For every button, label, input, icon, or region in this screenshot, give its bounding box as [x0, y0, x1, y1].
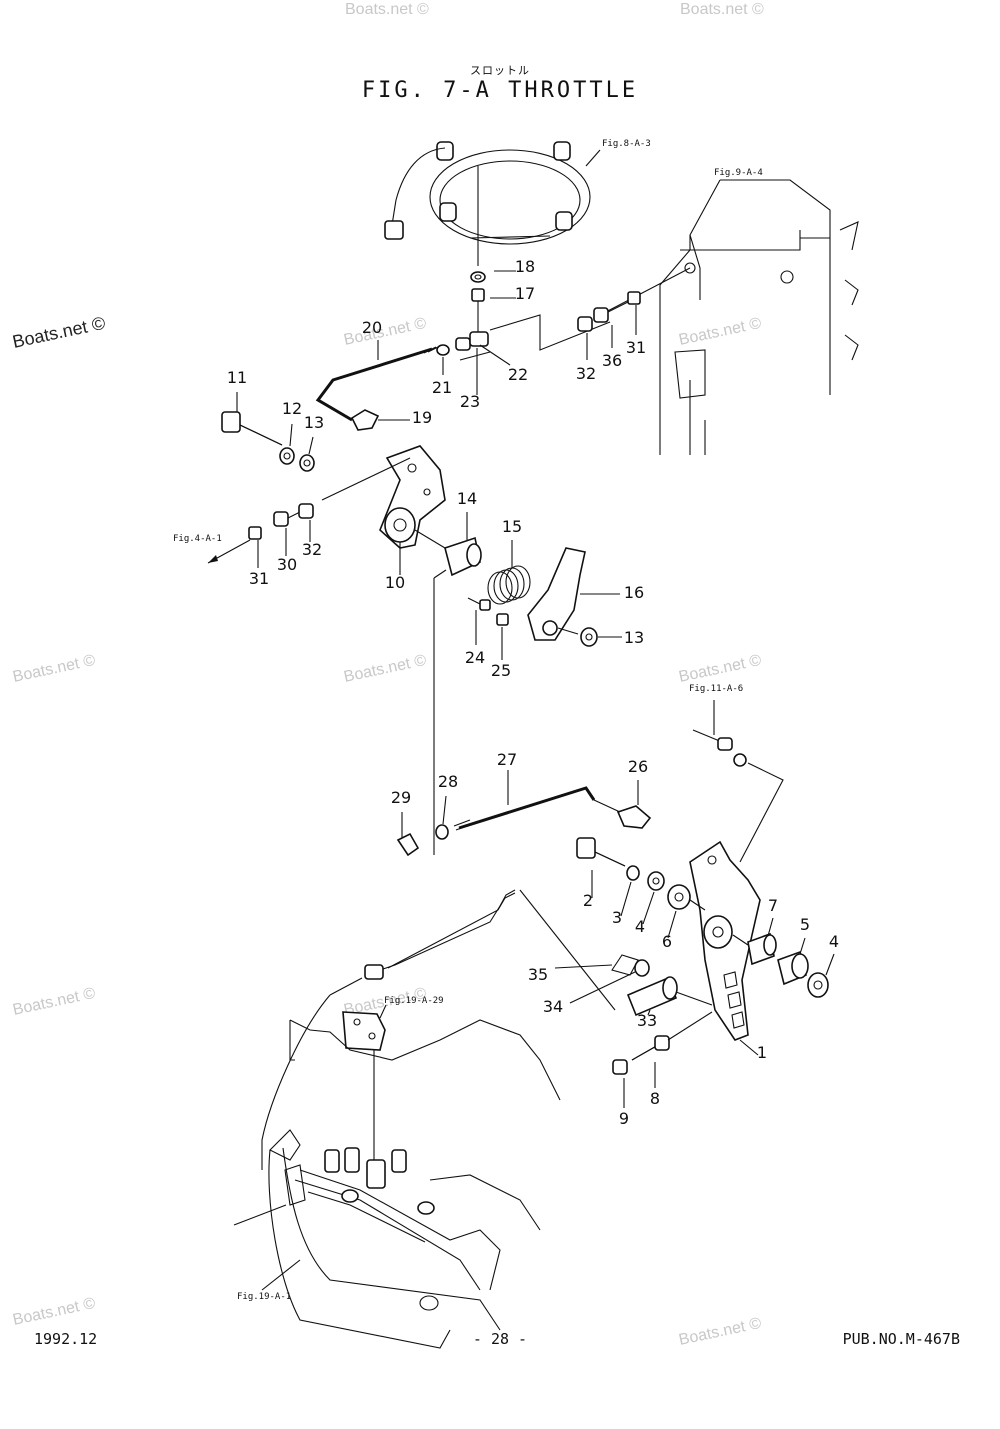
part-callout-31: 31 — [249, 569, 269, 588]
ref-fig-11-a-6: Fig.11-A-6 — [689, 684, 743, 694]
part-callout-35: 35 — [528, 965, 548, 984]
part-callout-13: 13 — [304, 413, 324, 432]
throttle-lever-1 — [689, 840, 761, 1056]
ref-fig-19-a-1: Fig.19-A-1 — [237, 1292, 291, 1302]
watermark: Boats.net © — [11, 652, 97, 686]
joint-fig-11 — [692, 700, 784, 863]
part-callout-1: 1 — [757, 1043, 767, 1062]
washer-12-13 — [279, 423, 315, 472]
joint-17 — [471, 270, 516, 335]
part-callout-5: 5 — [800, 915, 810, 934]
watermark: Boats.net © — [11, 985, 97, 1019]
part-callout-4: 4 — [829, 932, 839, 951]
bolt-11 — [221, 392, 283, 446]
throttle-arm-10 — [321, 445, 446, 575]
screw-24-nut-25 — [467, 597, 509, 660]
part-callout-3: 3 — [612, 908, 622, 927]
part-callout-30: 30 — [277, 555, 297, 574]
part-callout-4: 4 — [635, 917, 645, 936]
cam-lever-16 — [527, 547, 620, 641]
spring-15 — [487, 540, 531, 605]
clip-19 — [350, 409, 410, 431]
part-callout-10: 10 — [385, 573, 405, 592]
part-callout-17: 17 — [515, 284, 535, 303]
part-callout-14: 14 — [457, 489, 477, 508]
part-callout-36: 36 — [602, 351, 622, 370]
ref-fig-9-a-4: Fig.9-A-4 — [714, 168, 763, 178]
throttle-cable — [261, 889, 616, 1170]
watermark: Boats.net © — [11, 1295, 97, 1329]
cable-bracket — [342, 1004, 387, 1180]
page-title: FIG. 7-A THROTTLE — [361, 78, 639, 103]
parts-7-5-4 — [732, 917, 835, 998]
bolt-2 — [576, 837, 626, 898]
link-rod-27 — [453, 770, 596, 831]
part-callout-33: 33 — [637, 1011, 657, 1030]
parts-32-36-31 — [577, 291, 641, 360]
part-callout-8: 8 — [650, 1089, 660, 1108]
part-callout-23: 23 — [460, 392, 480, 411]
part-callout-13: 13 — [624, 628, 644, 647]
bottom-cowling — [233, 1019, 561, 1349]
parts-28-29 — [396, 795, 449, 857]
part-callout-26: 26 — [628, 757, 648, 776]
watermark: Boats.net © — [677, 652, 763, 686]
part-callout-27: 27 — [497, 750, 517, 769]
part-callout-11: 11 — [227, 368, 247, 387]
part-callout-24: 24 — [465, 648, 485, 667]
part-callout-32: 32 — [576, 364, 596, 383]
pin-35-collar-34-shaft-33 — [554, 954, 713, 1017]
part-callout-19: 19 — [412, 408, 432, 427]
washers-3-4-6 — [620, 865, 706, 939]
footer-page-number: - 28 - — [472, 1330, 528, 1348]
watermark: Boats.net © — [677, 315, 763, 349]
watermark: Boats.net © — [345, 1, 429, 18]
title-kana: スロットル — [470, 64, 530, 77]
watermark: Boats.net © — [342, 315, 428, 349]
part-callout-22: 22 — [508, 365, 528, 384]
collar-14 — [444, 512, 482, 577]
part-callout-25: 25 — [491, 661, 511, 680]
engine-block — [489, 179, 859, 455]
part-callout-2: 2 — [583, 891, 593, 910]
watermark: Boats.net © — [680, 1, 764, 18]
part-callout-28: 28 — [438, 772, 458, 791]
part-callout-9: 9 — [619, 1109, 629, 1128]
part-callout-18: 18 — [515, 257, 535, 276]
watermark: Boats.net © — [342, 652, 428, 686]
part-callout-7: 7 — [768, 896, 778, 915]
ring-assembly — [384, 141, 601, 266]
part-callout-29: 29 — [391, 788, 411, 807]
bolt-8-nut-9 — [612, 1011, 713, 1108]
footer-publication-number: PUB.NO.M-467B — [842, 1330, 960, 1348]
watermark: Boats.net © — [11, 313, 107, 352]
part-callout-32: 32 — [302, 540, 322, 559]
part-callout-21: 21 — [432, 378, 452, 397]
nut-18 — [470, 271, 486, 283]
parts-21-22-23 — [436, 331, 511, 395]
ref-fig-4-a-1: Fig.4-A-1 — [173, 534, 222, 544]
clip-26 — [593, 780, 652, 829]
ref-fig-19-a-29: Fig.19-A-29 — [384, 996, 444, 1006]
part-callout-6: 6 — [662, 932, 672, 951]
part-callout-34: 34 — [543, 997, 563, 1016]
part-callout-12: 12 — [282, 399, 302, 418]
part-callout-20: 20 — [362, 318, 382, 337]
ref-fig-8-a-3: Fig.8-A-3 — [602, 139, 651, 149]
footer-date: 1992.12 — [34, 1330, 98, 1348]
part-callout-15: 15 — [502, 517, 522, 536]
parts-31-30-32-left — [207, 503, 314, 568]
part-callout-16: 16 — [624, 583, 644, 602]
part-callout-31: 31 — [626, 338, 646, 357]
washer-13-right — [580, 627, 622, 647]
